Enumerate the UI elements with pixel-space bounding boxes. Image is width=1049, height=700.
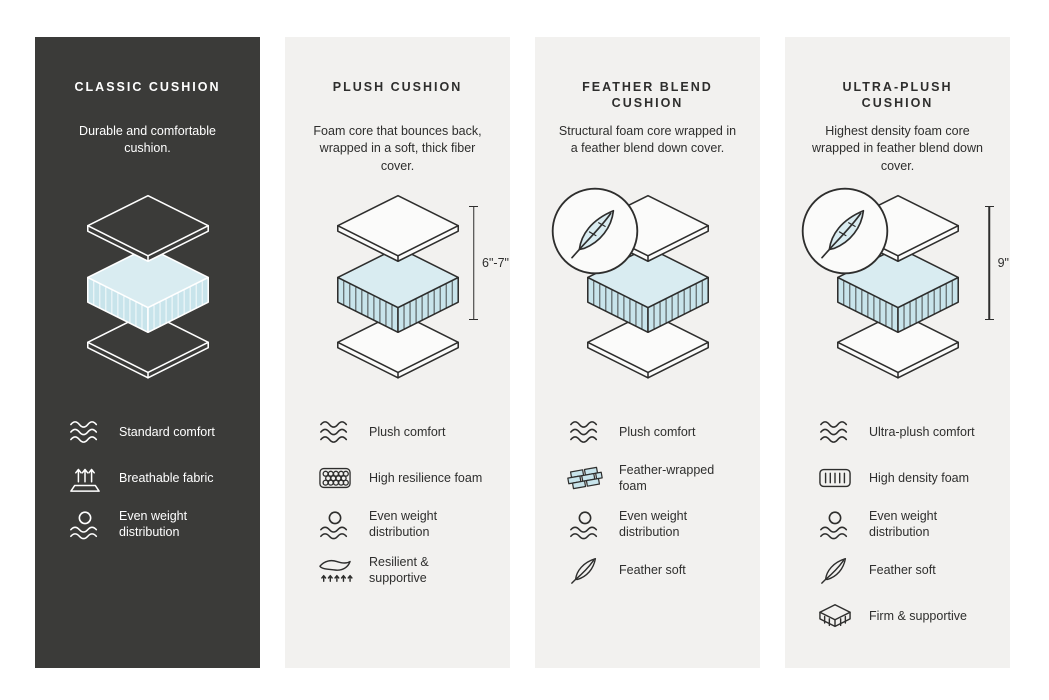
- feature-item: Feather-wrapped foam: [565, 456, 760, 500]
- feature-label: Breathable fabric: [119, 470, 214, 485]
- card-description: Structural foam core wrapped in a feathe…: [558, 124, 737, 156]
- even-weight-icon: [815, 508, 855, 540]
- feature-item: Plush comfort: [315, 410, 510, 454]
- card-title: ULTRA-PLUSH CUSHION: [842, 80, 953, 111]
- cushion-illustration: 6"-7": [285, 185, 510, 390]
- feature-label: Resilient & supportive: [369, 554, 429, 585]
- feature-label: High density foam: [869, 470, 970, 485]
- height-measurement: 6"-7": [469, 206, 509, 320]
- cushion-illustration: [535, 185, 760, 390]
- card-description: Highest density foam core wrapped in fea…: [812, 124, 983, 173]
- measurement-label: 6"-7": [482, 256, 509, 270]
- measurement-label: 9": [997, 256, 1009, 270]
- feature-label: Standard comfort: [119, 424, 215, 439]
- resilient-spring-icon: [315, 554, 355, 586]
- feature-label: High resilience foam: [369, 470, 483, 485]
- feature-item: Feather soft: [815, 548, 1010, 592]
- foam-cells-icon: [315, 462, 355, 494]
- feature-label: Plush comfort: [369, 424, 446, 439]
- measurement-line: [984, 206, 994, 320]
- even-weight-icon: [315, 508, 355, 540]
- card-title: CLASSIC CUSHION: [74, 80, 221, 94]
- feature-label: Even weight distribution: [619, 508, 688, 539]
- feature-label: Feather soft: [619, 562, 686, 577]
- card-plush-cushion: PLUSH CUSHION Foam core that bounces bac…: [285, 37, 510, 668]
- card-ultra-plush-cushion: ULTRA-PLUSH CUSHION Highest density foam…: [785, 37, 1010, 668]
- feature-label: Ultra-plush comfort: [869, 424, 975, 439]
- even-weight-icon: [565, 508, 605, 540]
- feature-item: Even weight distribution: [315, 502, 510, 546]
- feature-item: Even weight distribution: [565, 502, 760, 546]
- feather-wrapped-bricks-icon: [565, 462, 605, 494]
- card-description: Durable and comfortable cushion.: [79, 124, 216, 156]
- card-feather-blend-cushion: FEATHER BLEND CUSHION Structural foam co…: [535, 37, 760, 668]
- comfort-waves-icon: [315, 416, 355, 448]
- feature-label: Even weight distribution: [369, 508, 438, 539]
- feather-badge-icon: [799, 185, 891, 277]
- card-classic-cushion: CLASSIC CUSHION Durable and comfortable …: [35, 37, 260, 668]
- feature-item: Firm & supportive: [815, 594, 1010, 638]
- feature-item: Resilient & supportive: [315, 548, 510, 592]
- feature-list: Plush comfort High resilience foam Even …: [315, 410, 510, 592]
- feature-label: Feather-wrapped foam: [619, 462, 715, 493]
- feature-list: Ultra-plush comfort High density foam Ev…: [815, 410, 1010, 638]
- feature-item: Even weight distribution: [815, 502, 1010, 546]
- comfort-waves-icon: [815, 416, 855, 448]
- height-measurement: 9": [984, 206, 1009, 320]
- feature-item: Ultra-plush comfort: [815, 410, 1010, 454]
- comfort-waves-icon: [65, 416, 105, 448]
- feature-item: Feather soft: [565, 548, 760, 592]
- card-title: PLUSH CUSHION: [332, 80, 463, 94]
- feature-label: Even weight distribution: [869, 508, 938, 539]
- feather-badge-icon: [549, 185, 641, 277]
- breathable-arrows-icon: [65, 462, 105, 494]
- feature-list: Standard comfort Breathable fabric Even …: [65, 410, 260, 546]
- high-density-foam-icon: [815, 462, 855, 494]
- even-weight-icon: [65, 508, 105, 540]
- layered-cushion-diagram: [63, 191, 233, 384]
- feature-label: Even weight distribution: [119, 508, 188, 539]
- feature-item: High density foam: [815, 456, 1010, 500]
- feature-item: Plush comfort: [565, 410, 760, 454]
- feather-icon: [815, 554, 855, 586]
- feature-item: Breathable fabric: [65, 456, 260, 500]
- cushion-illustration: 9": [785, 185, 1010, 390]
- feature-item: High resilience foam: [315, 456, 510, 500]
- measurement-line: [469, 206, 479, 320]
- feather-icon: [565, 554, 605, 586]
- feature-label: Plush comfort: [619, 424, 696, 439]
- feature-label: Firm & supportive: [869, 608, 967, 623]
- card-row: CLASSIC CUSHION Durable and comfortable …: [35, 37, 1010, 668]
- firm-supportive-icon: [815, 600, 855, 632]
- feature-list: Plush comfort Feather-wrapped foam Even …: [565, 410, 760, 592]
- cushion-illustration: [35, 185, 260, 390]
- layered-cushion-diagram: [313, 191, 483, 384]
- card-description: Foam core that bounces back, wrapped in …: [313, 124, 482, 173]
- feature-item: Even weight distribution: [65, 502, 260, 546]
- feature-label: Feather soft: [869, 562, 936, 577]
- feature-item: Standard comfort: [65, 410, 260, 454]
- comfort-waves-icon: [565, 416, 605, 448]
- card-title: FEATHER BLEND CUSHION: [582, 80, 713, 111]
